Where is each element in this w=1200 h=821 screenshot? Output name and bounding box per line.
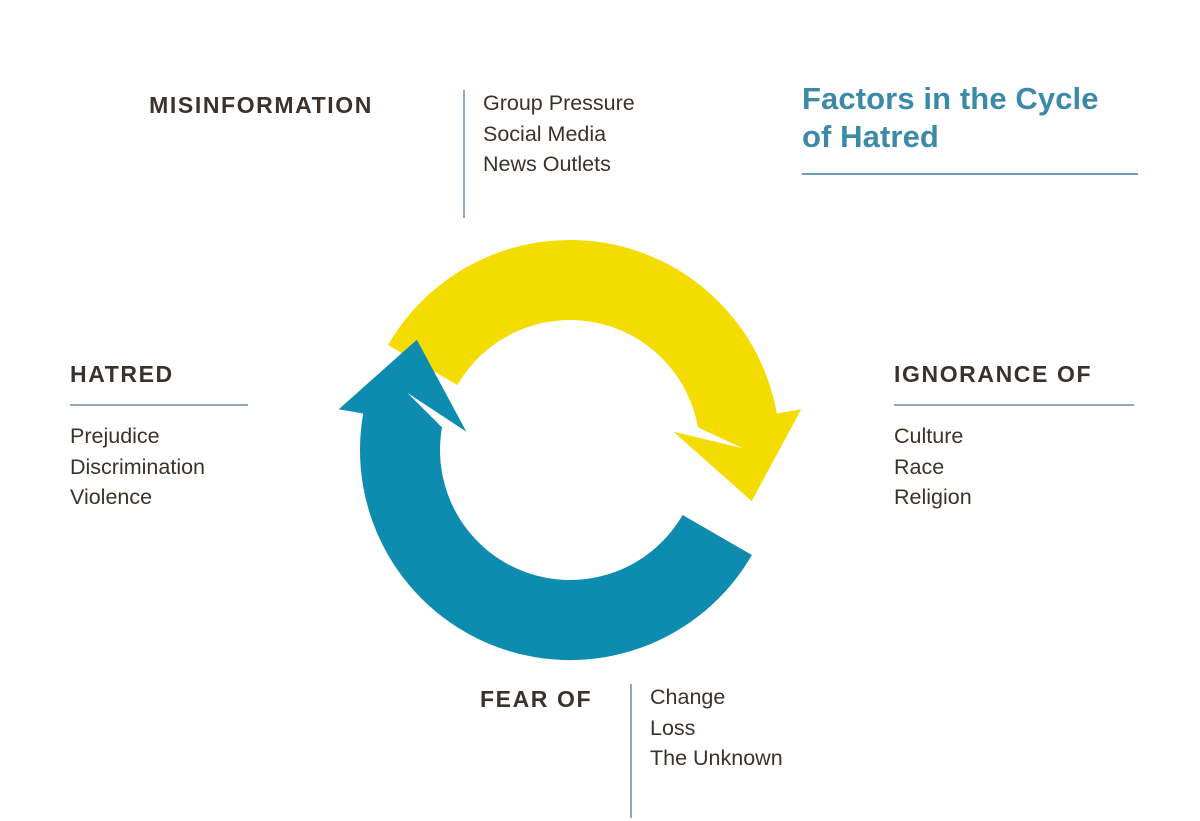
node-ignorance-heading: IGNORANCE OF bbox=[894, 361, 1093, 387]
node-ignorance-items: Culture Race Religion bbox=[894, 421, 1134, 513]
yellow-arrow-shape bbox=[388, 239, 802, 502]
list-item: Change bbox=[650, 685, 726, 709]
node-hatred-items: Prejudice Discrimination Violence bbox=[70, 421, 248, 513]
page-title: Factors in the Cycle of Hatred bbox=[802, 80, 1138, 175]
list-item: Loss bbox=[650, 715, 696, 740]
page-title-line1: Factors in the Cycle bbox=[802, 81, 1099, 116]
teal-arrow-shape bbox=[338, 339, 752, 661]
title-underline bbox=[802, 173, 1138, 175]
list-item: Discrimination bbox=[70, 454, 206, 479]
node-fear: FEAR OF Change Loss The Unknown bbox=[480, 682, 940, 818]
list-item: The Unknown bbox=[650, 746, 783, 770]
node-misinformation-heading: MISINFORMATION bbox=[149, 92, 373, 118]
node-fear-items: Change Loss The Unknown bbox=[650, 682, 783, 774]
teal-cycle-arrow bbox=[338, 339, 752, 661]
page-title-line2: of Hatred bbox=[802, 119, 939, 154]
list-item: Religion bbox=[894, 485, 972, 510]
list-item: Social Media bbox=[483, 121, 607, 146]
list-item: Culture bbox=[894, 424, 964, 449]
node-hatred-divider bbox=[70, 404, 248, 407]
list-item: Group Pressure bbox=[483, 91, 635, 115]
node-misinformation: MISINFORMATION Group Pressure Social Med… bbox=[149, 88, 676, 220]
node-misinformation-divider bbox=[463, 90, 465, 218]
node-ignorance-divider bbox=[894, 404, 1134, 407]
node-fear-divider bbox=[630, 684, 632, 818]
list-item: News Outlets bbox=[483, 152, 611, 176]
list-item: Prejudice bbox=[70, 424, 160, 449]
node-hatred: HATRED Prejudice Discrimination Violence bbox=[70, 361, 248, 513]
node-misinformation-items: Group Pressure Social Media News Outlets bbox=[483, 88, 635, 180]
list-item: Race bbox=[894, 454, 945, 479]
node-hatred-heading: HATRED bbox=[70, 361, 174, 387]
yellow-cycle-arrow bbox=[388, 239, 802, 502]
list-item: Violence bbox=[70, 485, 153, 510]
node-fear-heading: FEAR OF bbox=[480, 686, 593, 712]
node-ignorance: IGNORANCE OF Culture Race Religion bbox=[894, 361, 1134, 513]
